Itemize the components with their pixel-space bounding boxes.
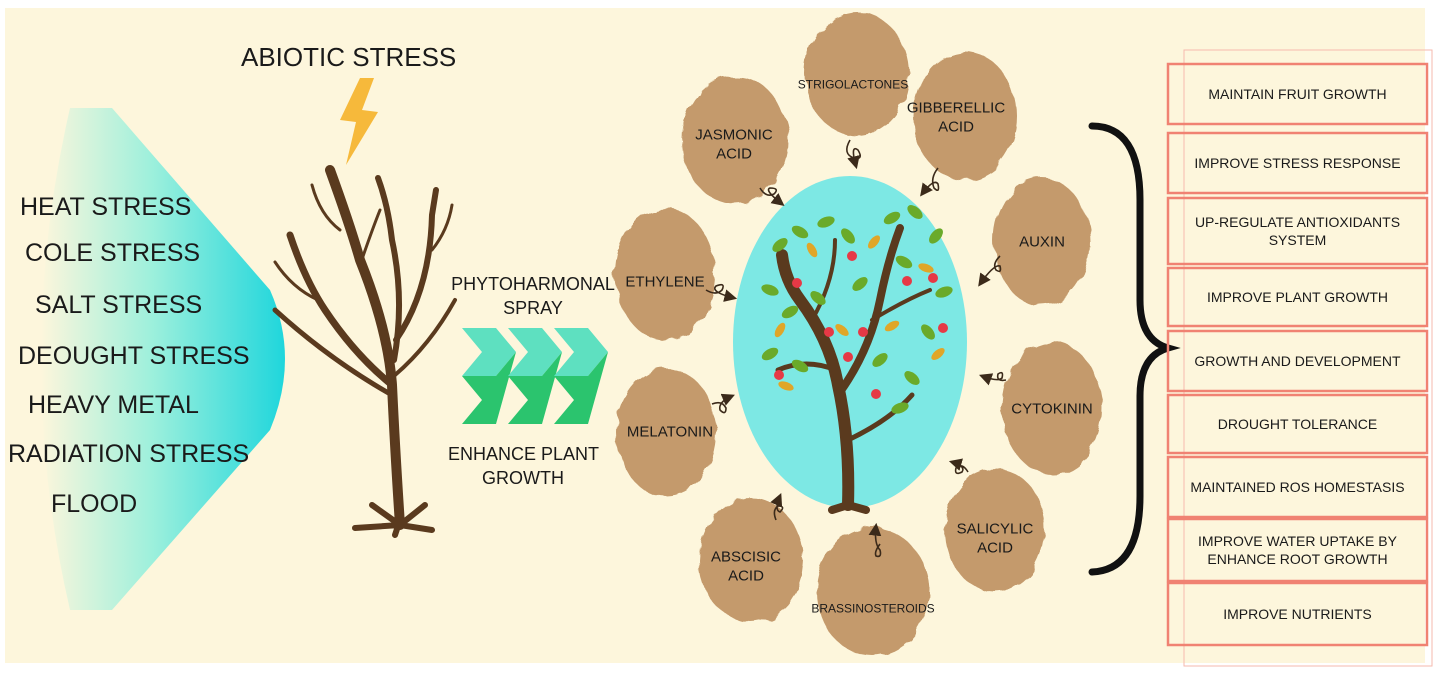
hormone-salicylic: SALICYLIC ACID [957,520,1034,558]
stress-drought: DEOUGHT STRESS [18,342,250,371]
stress-heat: HEAT STRESS [20,193,191,222]
blob-strigolactones [805,12,909,136]
effect-antioxidants: UP-REGULATE ANTIOXIDANTS SYSTEM [1168,198,1427,264]
hormone-cytokinin: CYTOKININ [1011,401,1092,420]
effect-antioxidants-line2: SYSTEM [1269,231,1327,249]
spray-label-line1: PHYTOHARMONAL [448,272,618,296]
effect-drought-tolerance: DROUGHT TOLERANCE [1168,395,1427,453]
hormone-ethylene: ETHYLENE [625,274,704,293]
spray-label-line2: SPRAY [448,296,618,320]
hormone-brassinosteroids: BRASSINOSTEROIDS [811,602,934,617]
blob-brassinosteroids [817,528,929,656]
enhance-label-line1: ENHANCE PLANT [448,442,598,466]
hormone-jasmonic-line2: ACID [695,145,773,164]
hormone-jasmonic-line1: JASMONIC [695,126,773,145]
hormone-gibberellic-line2: ACID [907,118,1005,137]
enhance-label-line2: GROWTH [448,466,598,490]
hormone-salicylic-line1: SALICYLIC [957,520,1034,539]
effect-ros-homestasis: MAINTAINED ROS HOMESTASIS [1168,457,1427,517]
stress-salt: SALT STRESS [35,291,202,320]
chevron-arrow-icon [462,328,608,424]
effect-antioxidants-line1: UP-REGULATE ANTIOXIDANTS [1195,213,1400,231]
hormone-abscisic-line2: ACID [711,567,781,586]
effect-improve-nutrients: IMPROVE NUTRIENTS [1168,583,1427,645]
hormone-jasmonic: JASMONIC ACID [695,126,773,164]
abiotic-stress-title: ABIOTIC STRESS [241,42,456,73]
effect-maintain-fruit-growth: MAINTAIN FRUIT GROWTH [1168,64,1427,124]
hormone-gibberellic-line1: GIBBERELLIC [907,99,1005,118]
hormone-salicylic-line2: ACID [957,539,1034,558]
effect-improve-stress-response: IMPROVE STRESS RESPONSE [1168,133,1427,193]
effect-water-uptake-line1: IMPROVE WATER UPTAKE BY [1198,532,1397,550]
effect-growth-and-development: GROWTH AND DEVELOPMENT [1168,331,1427,391]
effect-water-uptake-line2: ENHANCE ROOT GROWTH [1207,550,1387,568]
stress-cole: COLE STRESS [25,239,200,268]
curly-brace-icon [1092,126,1168,572]
hormone-melatonin: MELATONIN [627,424,713,443]
effect-water-uptake: IMPROVE WATER UPTAKE BY ENHANCE ROOT GRO… [1168,519,1427,581]
hormone-abscisic: ABSCISIC ACID [711,548,781,586]
hormone-abscisic-line1: ABSCISIC [711,548,781,567]
hormone-auxin: AUXIN [1019,234,1065,253]
stress-flood: FLOOD [51,490,137,519]
spray-label: PHYTOHARMONAL SPRAY [448,272,618,321]
lightning-icon [340,78,378,165]
enhance-label: ENHANCE PLANT GROWTH [448,442,598,491]
stress-radiation: RADIATION STRESS [8,440,249,469]
hormone-gibberellic: GIBBERELLIC ACID [907,99,1005,137]
bare-tree-icon [275,170,455,535]
hormone-strigolactones: STRIGOLACTONES [798,78,908,93]
effect-improve-plant-growth: IMPROVE PLANT GROWTH [1168,268,1427,326]
stress-heavy-metal: HEAVY METAL [28,391,199,420]
